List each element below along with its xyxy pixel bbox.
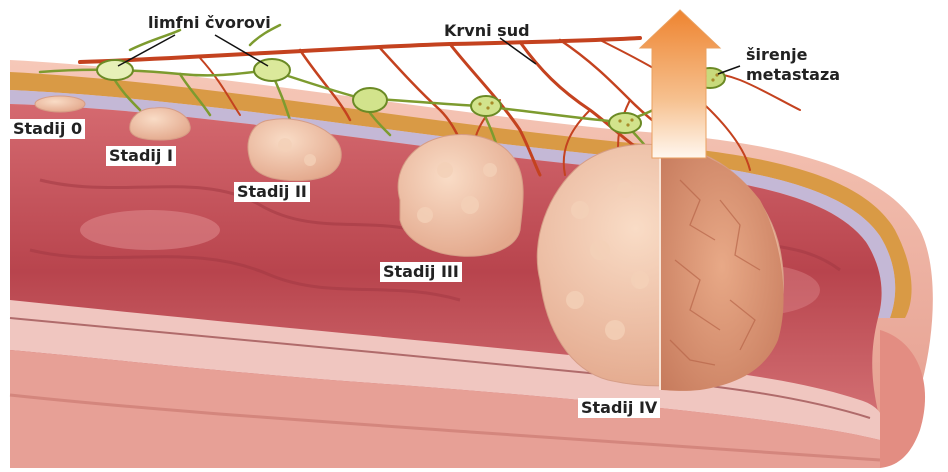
tumor-stage-0 xyxy=(35,96,85,112)
label-stage-2: Stadij II xyxy=(234,182,310,202)
mucosa-highlight xyxy=(80,210,220,250)
label-stage-4: Stadij IV xyxy=(578,398,660,418)
pointer-lymph-1 xyxy=(118,35,175,66)
pointer-metastasis xyxy=(718,66,740,74)
lymph-node xyxy=(471,96,501,116)
label-metastasis-line1: širenje xyxy=(746,46,807,64)
label-blood-vessel: Krvni sud xyxy=(444,22,530,40)
pointer-lymph-2 xyxy=(215,35,268,66)
lymph-node xyxy=(97,60,133,80)
lymph-node xyxy=(353,88,387,112)
tumor-stage-3 xyxy=(398,135,523,257)
label-lymph-nodes: limfni čvorovi xyxy=(148,14,271,32)
label-stage-0: Stadij 0 xyxy=(10,119,85,139)
label-stage-3: Stadij III xyxy=(380,262,462,282)
lymph-node xyxy=(254,59,290,81)
lymph-duct xyxy=(130,30,180,50)
lymph-node xyxy=(609,113,641,133)
label-stage-1: Stadij I xyxy=(106,146,176,166)
label-metastasis-line2: metastaza xyxy=(746,66,840,84)
